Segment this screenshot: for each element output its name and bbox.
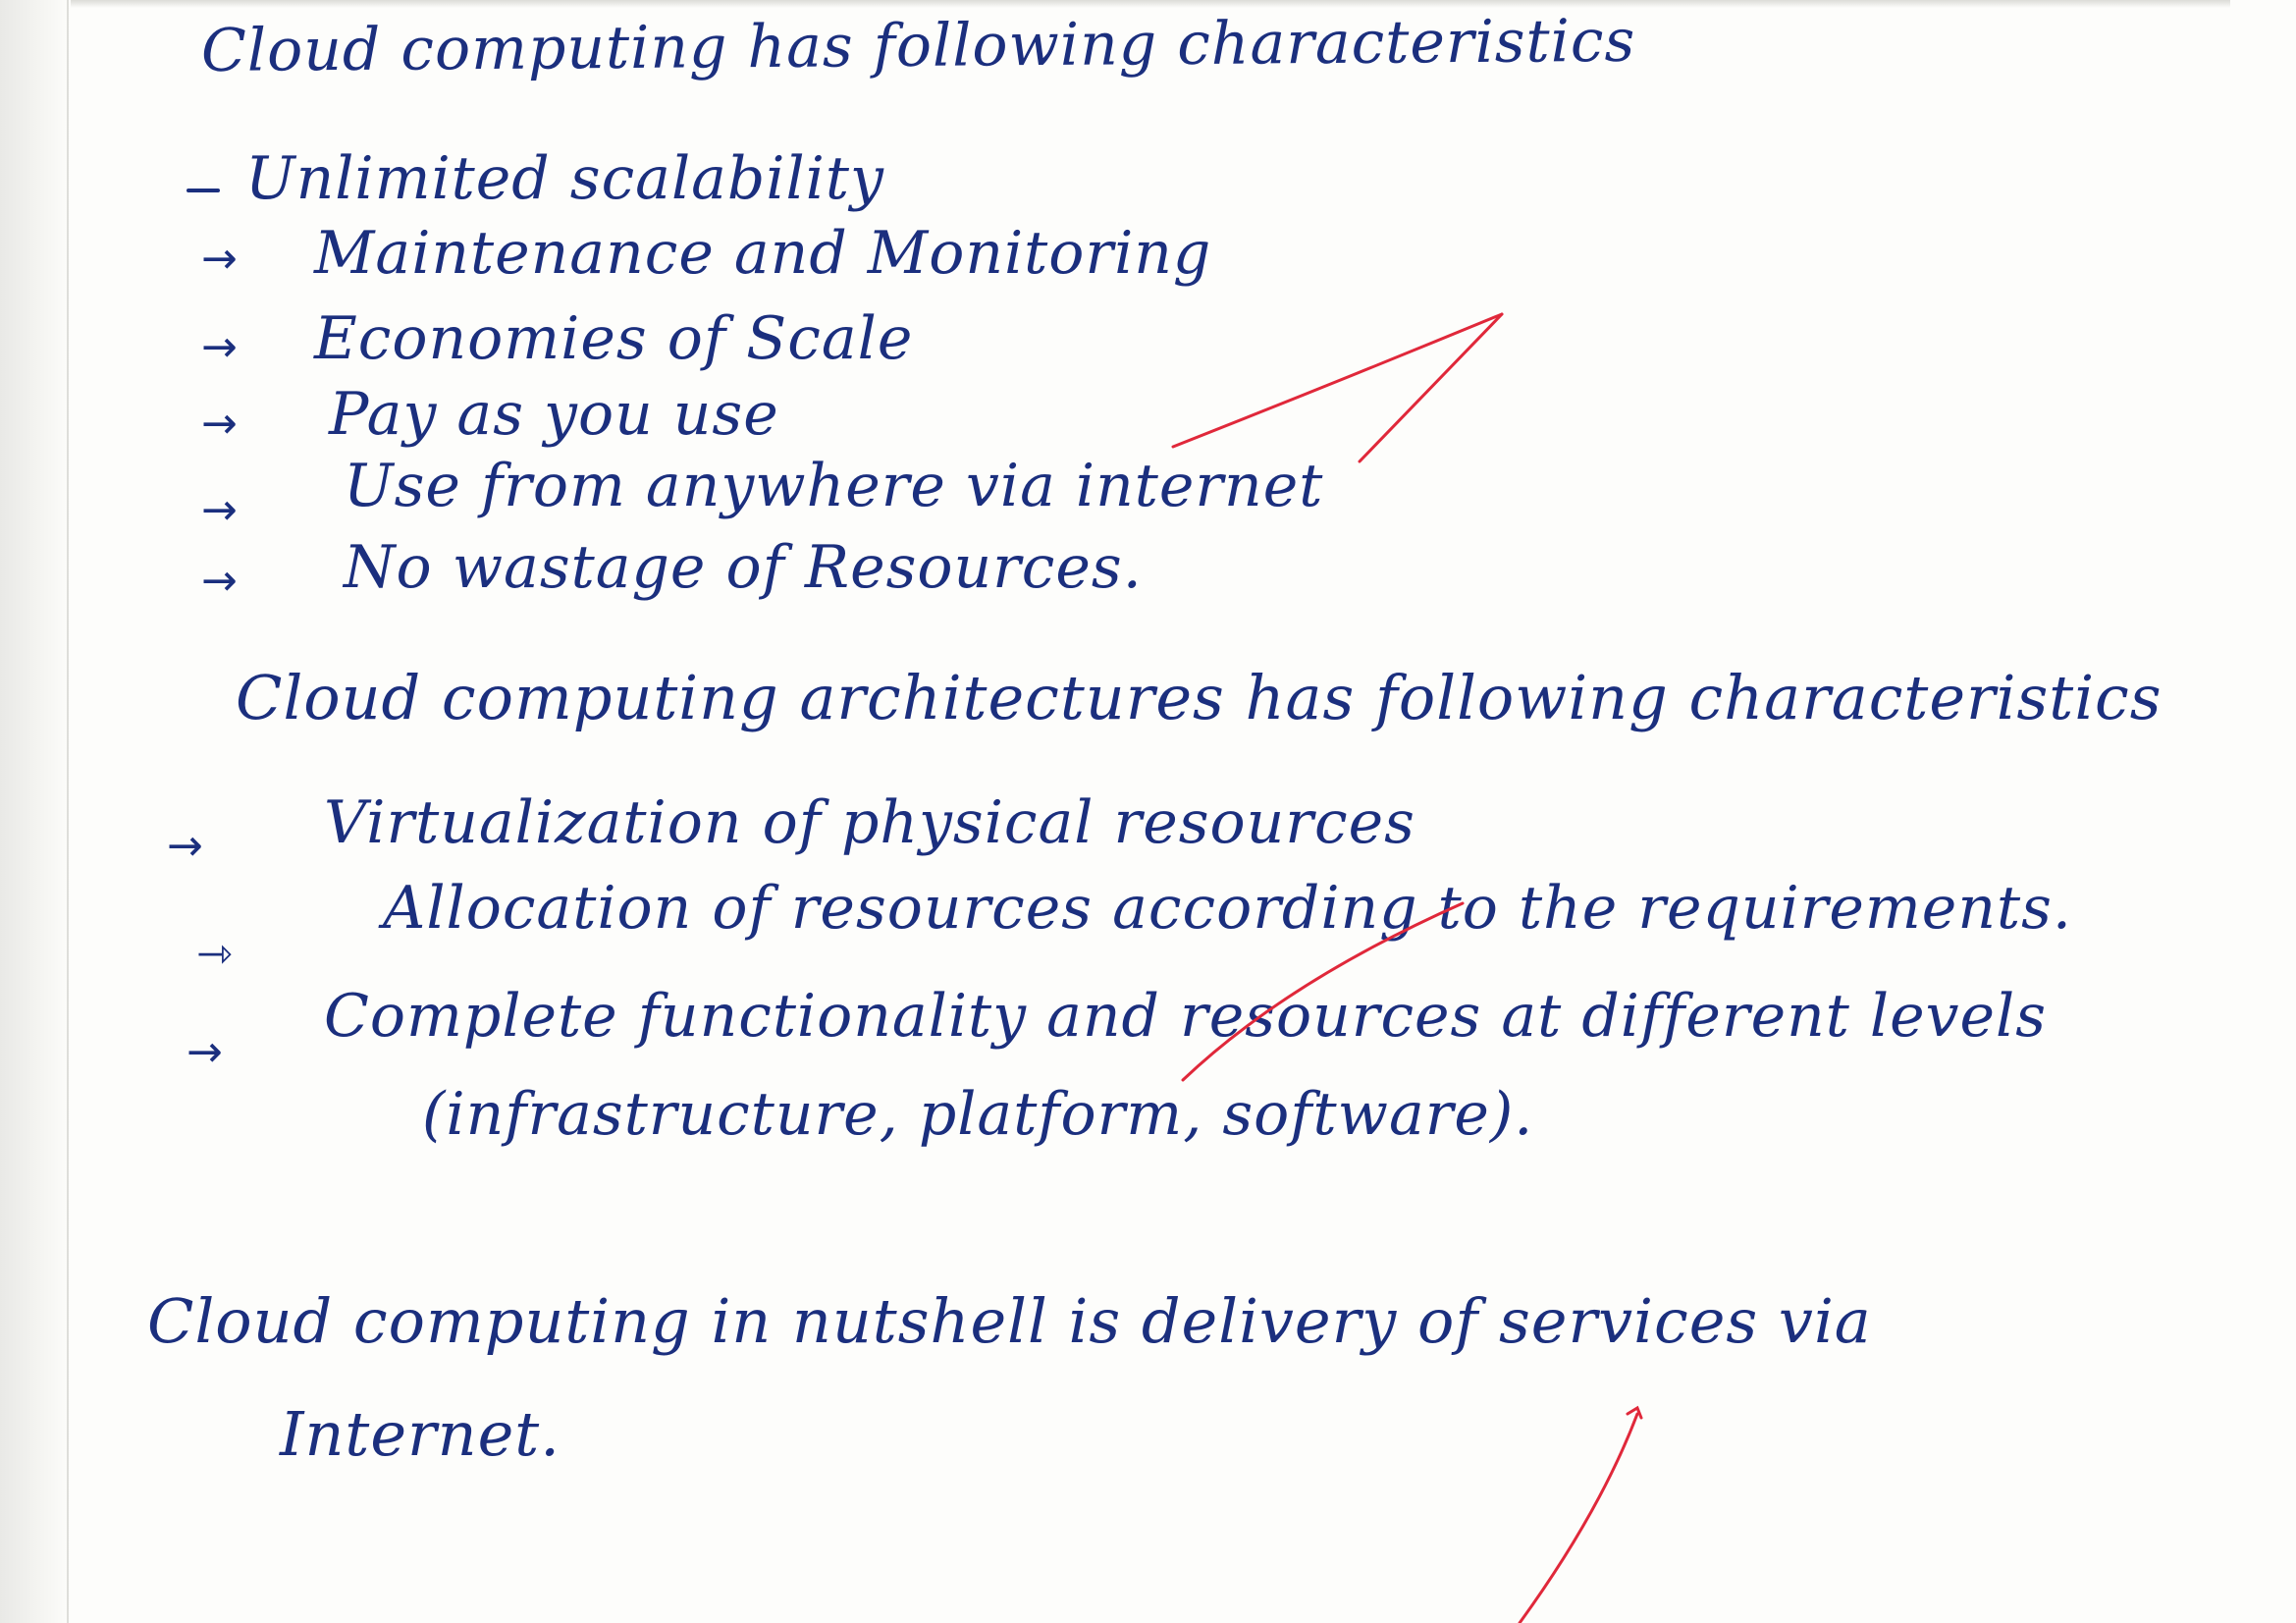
summary-line-continuation: Internet. — [280, 1398, 561, 1470]
characteristic-item: Pay as you use — [329, 380, 779, 449]
red-check-mark-icon — [1358, 312, 1504, 463]
arrow-bullet-icon: → — [201, 556, 238, 606]
characteristic-item: Unlimited scalability — [245, 144, 884, 213]
characteristic-item: Economies of Scale — [314, 304, 914, 373]
dash-bullet-icon — [187, 189, 220, 192]
summary-line: Cloud computing in nutshell is delivery … — [147, 1285, 1872, 1357]
arrow-bullet-icon: → — [201, 399, 238, 449]
characteristic-item: Use from anywhere via internet — [344, 452, 1324, 520]
arrow-bullet-icon: ⇾ — [196, 929, 233, 979]
architecture-point: Allocation of resources according to the… — [383, 874, 2072, 943]
architecture-intro-line: Cloud computing architectures has follow… — [236, 662, 2163, 733]
characteristic-item: Maintenance and Monitoring — [314, 219, 1212, 288]
red-check-mark-icon — [1518, 1412, 1639, 1623]
page-top-edge — [71, 0, 2230, 8]
characteristic-item: No wastage of Resources. — [344, 533, 1143, 602]
arrow-bullet-icon: → — [201, 485, 238, 535]
architecture-point: Complete functionality and resources at … — [324, 982, 2047, 1051]
page-left-shadow — [0, 0, 71, 1623]
arrow-bullet-icon: → — [201, 322, 238, 372]
red-check-mark-icon — [1171, 312, 1504, 449]
intro-line: Cloud computing has following characteri… — [200, 6, 1636, 85]
red-check-mark-icon — [1626, 1405, 1643, 1420]
architecture-point: Virtualization of physical resources — [324, 788, 1415, 857]
arrow-bullet-icon: → — [167, 821, 203, 871]
arrow-bullet-icon: → — [187, 1027, 223, 1077]
page-left-edge — [67, 0, 69, 1623]
arrow-bullet-icon: → — [201, 234, 238, 284]
architecture-point-continuation: (infrastructure, platform, software). — [422, 1080, 1534, 1149]
